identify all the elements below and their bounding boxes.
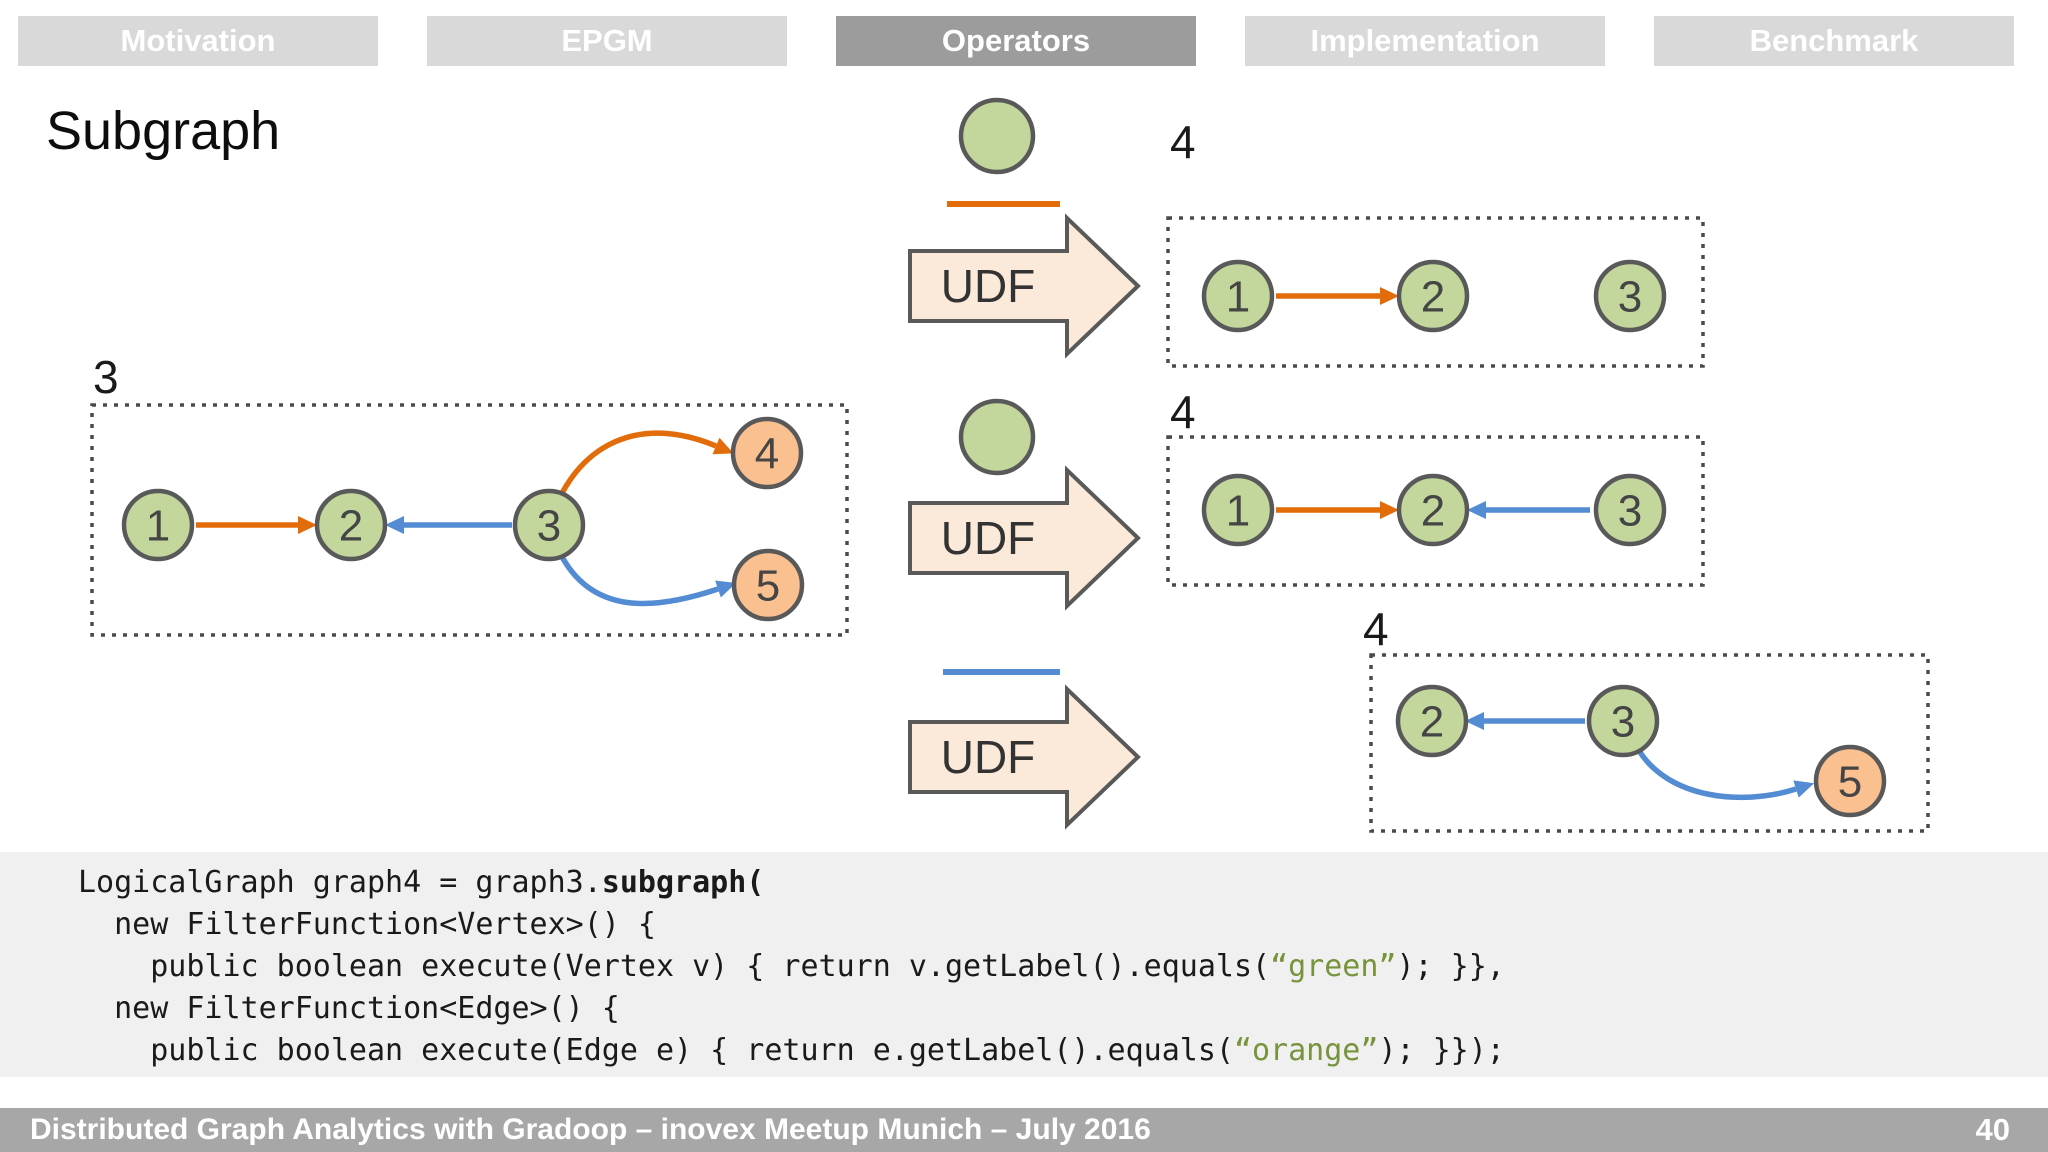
graph-node bbox=[1396, 259, 1470, 333]
code-line: public boolean execute(Edge e) { return … bbox=[78, 1030, 1505, 1072]
graph-node-label: 1 bbox=[1226, 486, 1250, 535]
udf-arrow bbox=[908, 213, 1141, 359]
code-segment: public boolean execute(Vertex v) { retur… bbox=[78, 949, 1271, 984]
graph-id-label: 4 bbox=[1363, 603, 1389, 655]
code-segment: “orange” bbox=[1233, 1033, 1379, 1068]
footer-title: Distributed Graph Analytics with Gradoop… bbox=[30, 1113, 1151, 1146]
graph-node bbox=[1593, 259, 1667, 333]
graph-node bbox=[1201, 473, 1275, 547]
graph-edge bbox=[557, 430, 718, 499]
graph-node-label: 5 bbox=[756, 561, 780, 610]
graph-node-label: 5 bbox=[1838, 757, 1862, 806]
edge-arrowhead bbox=[1380, 501, 1399, 519]
code-segment: “green” bbox=[1270, 949, 1397, 984]
udf-arrow bbox=[908, 684, 1141, 830]
graph-node-label: 3 bbox=[1618, 272, 1642, 321]
code-block: LogicalGraph graph4 = graph3.subgraph( n… bbox=[0, 852, 2048, 1077]
code-segment: public boolean execute(Edge e) { return … bbox=[78, 1033, 1234, 1068]
graph-node bbox=[1593, 473, 1667, 547]
udf-arrow bbox=[908, 465, 1141, 611]
graph-node-label: 2 bbox=[339, 501, 363, 550]
result3-graph-box bbox=[1369, 653, 1930, 833]
graph-node-label: 2 bbox=[1421, 486, 1445, 535]
code-segment: subgraph( bbox=[601, 865, 765, 900]
graph-node bbox=[121, 488, 195, 562]
graph-node bbox=[314, 488, 388, 562]
graph-node-label: 3 bbox=[1618, 486, 1642, 535]
code-segment: new FilterFunction<Vertex>() { bbox=[78, 907, 656, 942]
graph-node bbox=[1201, 259, 1275, 333]
edge-arrowhead bbox=[1380, 287, 1399, 305]
edge-arrowhead bbox=[1793, 780, 1815, 798]
tab-implementation[interactable]: Implementation bbox=[1245, 16, 1605, 66]
code-segment: new FilterFunction<Edge>() { bbox=[78, 991, 620, 1026]
graph-node-label: 3 bbox=[1611, 697, 1635, 746]
code-listing: LogicalGraph graph4 = graph3.subgraph( n… bbox=[78, 862, 1505, 1072]
graph-edge bbox=[557, 551, 719, 607]
edge-arrowhead bbox=[712, 437, 734, 455]
graph-id-label: 4 bbox=[1170, 386, 1196, 438]
graph-node bbox=[730, 416, 804, 490]
page-number: 40 bbox=[1975, 1112, 2010, 1147]
result2-graph-box bbox=[1166, 435, 1705, 587]
tab-motivation[interactable]: Motivation bbox=[18, 16, 378, 66]
tab-epgm[interactable]: EPGM bbox=[427, 16, 787, 66]
code-segment: LogicalGraph graph4 = graph3. bbox=[78, 865, 602, 900]
graph-id-label: 4 bbox=[1170, 116, 1196, 168]
filter-edge-indicator bbox=[947, 201, 1060, 207]
graph-node bbox=[1395, 684, 1469, 758]
tab-benchmark[interactable]: Benchmark bbox=[1654, 16, 2014, 66]
code-line: new FilterFunction<Edge>() { bbox=[78, 988, 1505, 1030]
udf-arrow-label: UDF bbox=[941, 731, 1036, 783]
graph-node bbox=[1396, 473, 1470, 547]
tab-operators[interactable]: Operators bbox=[836, 16, 1196, 66]
edge-arrowhead bbox=[1465, 712, 1484, 730]
code-line: new FilterFunction<Vertex>() { bbox=[78, 904, 1505, 946]
edge-arrowhead bbox=[1467, 501, 1486, 519]
edge-arrowhead bbox=[298, 516, 317, 534]
code-segment: ); }}, bbox=[1396, 949, 1505, 984]
graph-node bbox=[512, 488, 586, 562]
filter-vertex-indicator bbox=[958, 398, 1036, 476]
graph-id-label: 3 bbox=[93, 351, 119, 403]
footer-bar: Distributed Graph Analytics with Gradoop… bbox=[0, 1108, 2048, 1152]
page-title: Subgraph bbox=[46, 101, 281, 161]
input-graph-box bbox=[90, 403, 849, 637]
graph-node bbox=[731, 548, 805, 622]
edge-arrowhead bbox=[715, 580, 737, 598]
graph-node-label: 1 bbox=[1226, 272, 1250, 321]
code-segment: ); }}); bbox=[1378, 1033, 1505, 1068]
graph-node bbox=[1813, 744, 1887, 818]
graph-node-label: 3 bbox=[537, 501, 561, 550]
udf-arrow-label: UDF bbox=[941, 260, 1036, 312]
graph-node-label: 1 bbox=[146, 501, 170, 550]
graph-node-label: 4 bbox=[755, 429, 779, 478]
graph-edge bbox=[1635, 747, 1797, 801]
graph-node-label: 2 bbox=[1420, 697, 1444, 746]
result1-graph-box bbox=[1166, 216, 1705, 368]
code-line: public boolean execute(Vertex v) { retur… bbox=[78, 946, 1505, 988]
filter-edge-indicator bbox=[943, 669, 1060, 675]
code-line: LogicalGraph graph4 = graph3.subgraph( bbox=[78, 862, 1505, 904]
edge-arrowhead bbox=[385, 516, 404, 534]
filter-vertex-indicator bbox=[958, 97, 1036, 175]
graph-node-label: 2 bbox=[1421, 272, 1445, 321]
udf-arrow-label: UDF bbox=[941, 512, 1036, 564]
graph-node bbox=[1586, 684, 1660, 758]
